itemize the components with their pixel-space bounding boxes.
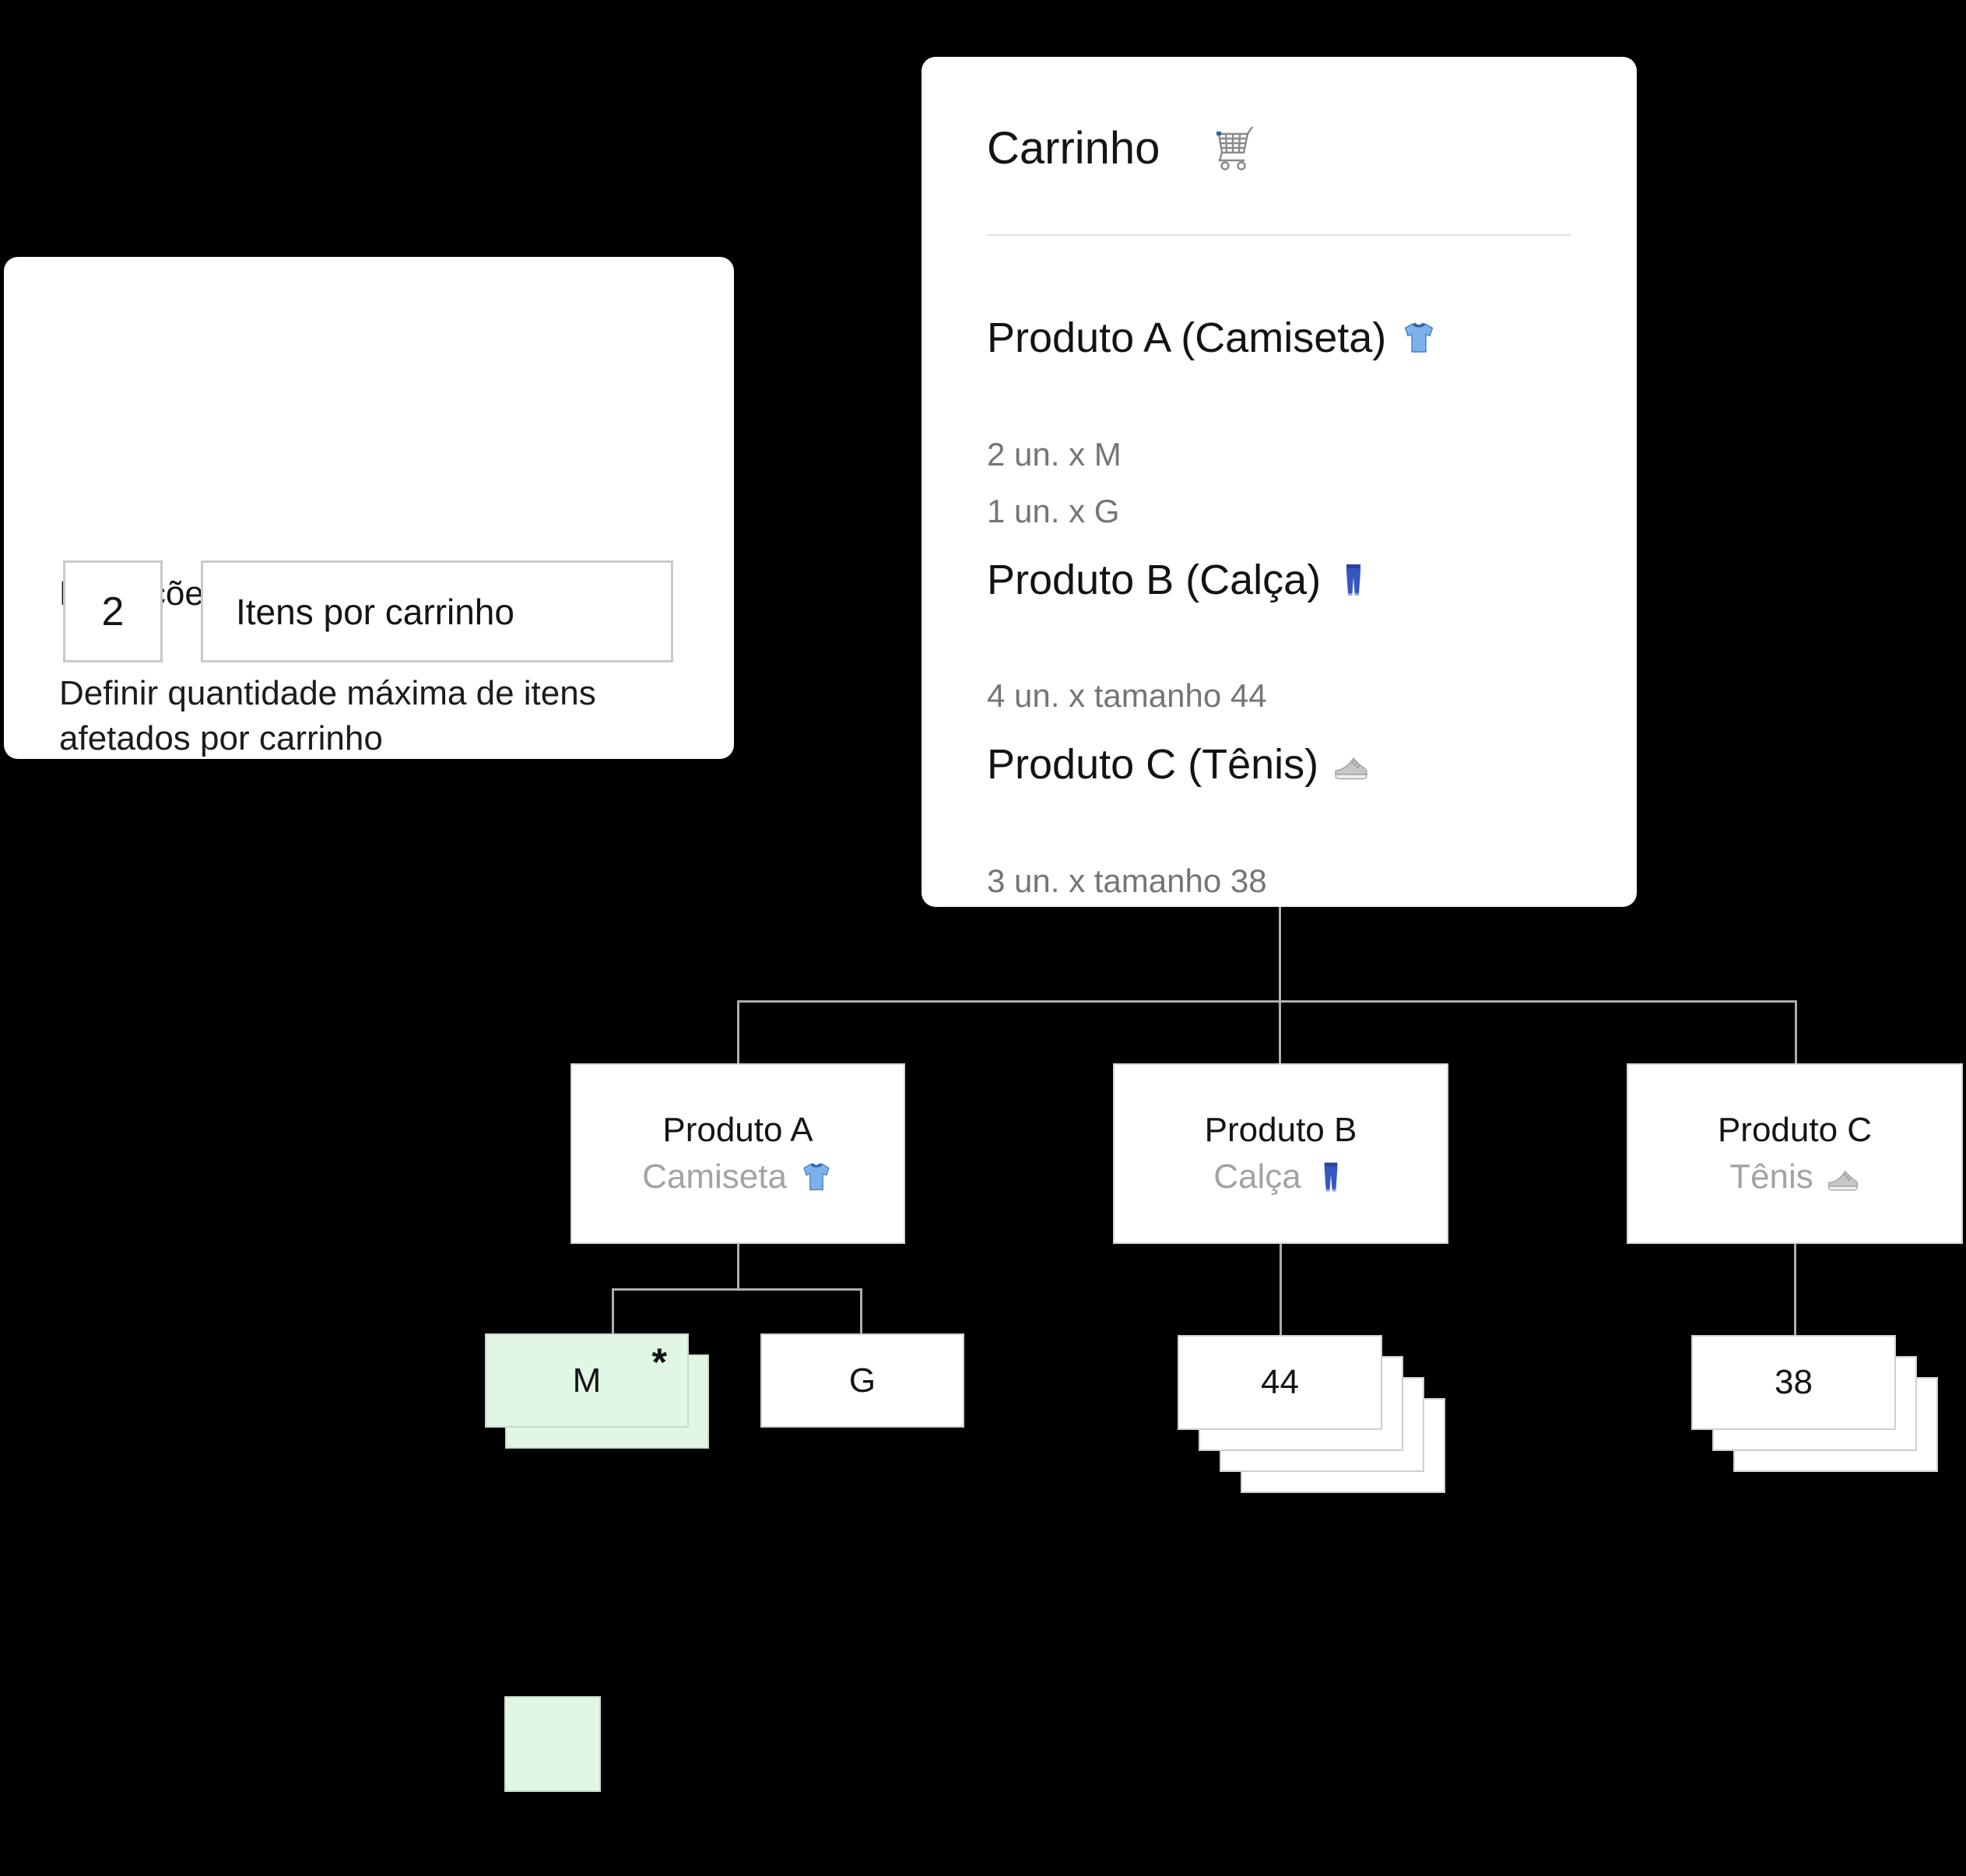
leaf-38-label: 38 (1775, 1363, 1813, 1401)
cart-item-c-name: Produto C (Tênis) (987, 740, 1370, 789)
connector-main-horizontal (737, 1000, 1797, 1003)
connector-drop-node-c (1795, 1000, 1797, 1065)
node-a-title: Produto A (662, 1111, 813, 1149)
cart-item-b-label: Produto B (Calça) (987, 557, 1322, 603)
cart-item-a-line-2: 1 un. x G (987, 493, 1120, 529)
sneaker-icon (1332, 746, 1370, 783)
connector-drop-node-b (1279, 1000, 1281, 1065)
tree-node-product-a: Produto A Camiseta (570, 1063, 905, 1244)
restrictions-description: Definir quantidade máxima de itens afeta… (59, 674, 596, 757)
connector-a-children-horizontal (612, 1288, 862, 1291)
sneaker-icon (1826, 1160, 1860, 1194)
node-b-title: Produto B (1204, 1111, 1357, 1149)
tree-node-product-b: Produto B Calça (1113, 1063, 1448, 1244)
connector-cart-down (1279, 907, 1281, 1002)
connector-drop-leaf-44 (1280, 1244, 1282, 1337)
connector-drop-leaf-m (612, 1288, 614, 1335)
node-c-subtitle-label: Tênis (1729, 1158, 1813, 1196)
node-a-subtitle: Camiseta (642, 1158, 834, 1196)
leaf-size-38: 38 (1691, 1335, 1896, 1430)
tshirt-icon (1400, 319, 1438, 357)
cart-divider (987, 234, 1571, 236)
restrictions-card: Restrições e limites de uso Definir quan… (4, 257, 734, 759)
cart-card: Carrinho Produto A (Camiseta) 2 un. x M … (922, 57, 1637, 907)
leaf-size-g: G (760, 1333, 964, 1428)
connector-drop-node-a (737, 1000, 739, 1065)
connector-node-a-down (737, 1244, 739, 1290)
shopping-cart-icon (1208, 123, 1258, 173)
cart-header: Carrinho (987, 121, 1258, 175)
cart-title: Carrinho (987, 122, 1160, 174)
connector-drop-leaf-38 (1794, 1244, 1796, 1337)
jeans-icon (1314, 1160, 1348, 1194)
node-c-title: Produto C (1717, 1111, 1873, 1149)
leaf-size-m: M * (485, 1333, 689, 1428)
cart-item-a-name: Produto A (Camiseta) (987, 314, 1438, 362)
items-per-cart-quantity-input[interactable]: 2 (63, 560, 163, 662)
cart-item-a-line-1: 2 un. x M (987, 436, 1122, 473)
leaf-g-label: G (848, 1361, 876, 1400)
tree-node-product-c: Produto C Tênis (1627, 1063, 1963, 1244)
connector-drop-leaf-g (860, 1288, 862, 1335)
jeans-icon (1335, 561, 1372, 599)
legend-highlight-swatch (504, 1696, 601, 1792)
leaf-44-label: 44 (1261, 1363, 1299, 1401)
cart-item-c-line-1: 3 un. x tamanho 38 (987, 862, 1267, 899)
leaf-m-asterisk-badge: * (651, 1340, 667, 1384)
leaf-m-label: M (572, 1361, 602, 1400)
node-c-subtitle: Tênis (1729, 1158, 1860, 1196)
items-per-cart-label-field[interactable]: Itens por carrinho (201, 560, 673, 662)
leaf-size-44: 44 (1178, 1335, 1382, 1430)
cart-item-b-name: Produto B (Calça) (987, 556, 1372, 604)
cart-item-b-line-1: 4 un. x tamanho 44 (987, 677, 1267, 714)
node-a-subtitle-label: Camiseta (642, 1158, 787, 1196)
cart-item-c-label: Produto C (Tênis) (987, 741, 1319, 788)
node-b-subtitle-label: Calça (1213, 1158, 1301, 1196)
tshirt-icon (799, 1160, 834, 1194)
cart-item-a-label: Produto A (Camiseta) (987, 314, 1387, 361)
node-b-subtitle: Calça (1213, 1158, 1348, 1196)
